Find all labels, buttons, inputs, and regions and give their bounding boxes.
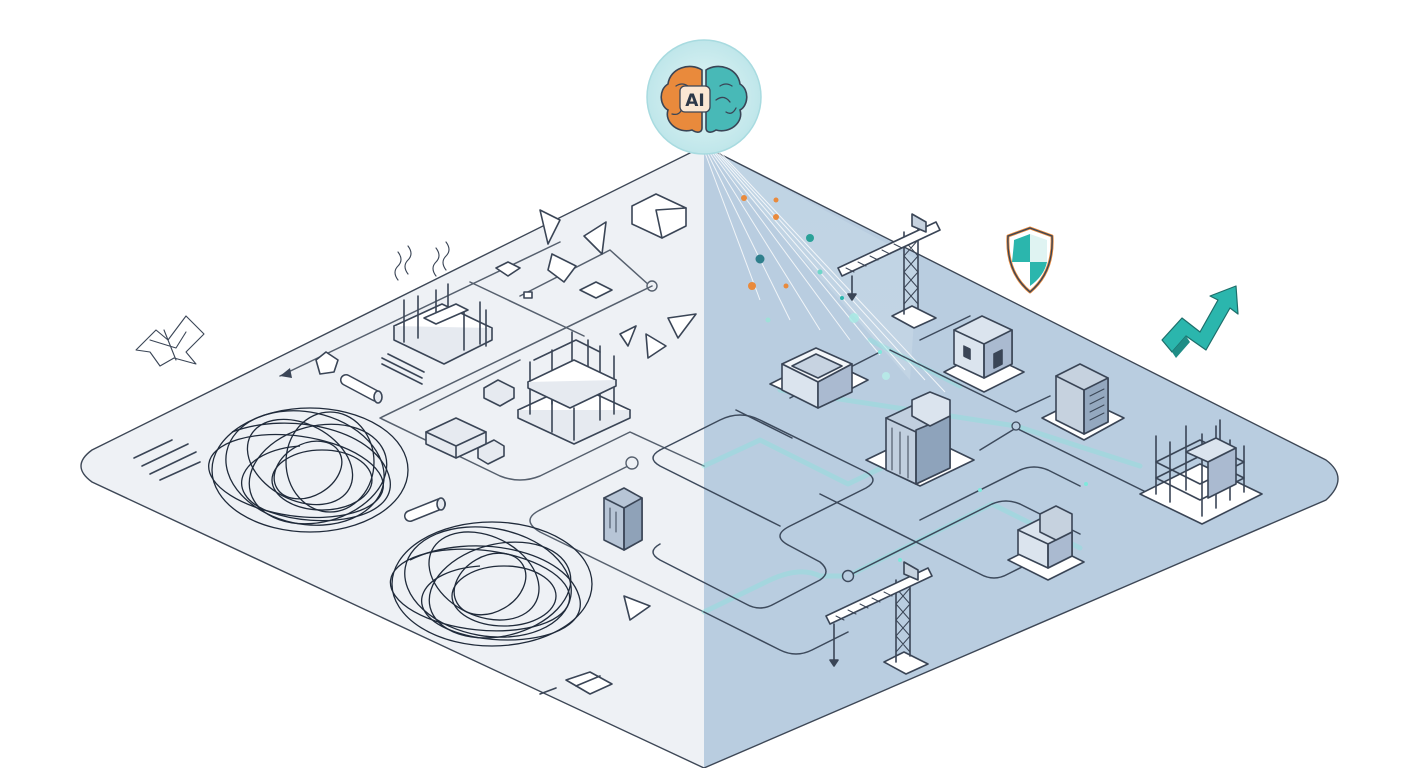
hatch-marks <box>133 439 201 481</box>
scaffold-frame-icon <box>393 283 493 365</box>
building-icon <box>943 315 1025 393</box>
platform <box>80 145 1339 768</box>
debris-shard-icon <box>135 315 205 367</box>
building-icon <box>1041 363 1125 441</box>
smoke-icon <box>394 241 450 281</box>
building-icon <box>603 487 643 551</box>
pipe-icon <box>340 353 446 522</box>
data-particles <box>741 195 890 380</box>
ai-brain-badge: AI <box>646 39 762 155</box>
building-icon <box>1007 505 1085 581</box>
scaffold-frame-icon <box>517 331 631 445</box>
building-icon <box>865 391 975 487</box>
brain-ai-label: AI <box>685 91 704 111</box>
tangled-scribble-icon <box>389 521 593 647</box>
shield-icon <box>1006 226 1054 294</box>
platform-left-half <box>81 146 704 768</box>
building-icon <box>769 347 869 409</box>
ai-light-beam <box>703 146 946 393</box>
tangled-scribble-icon <box>208 407 409 533</box>
brain-icon: AI <box>660 65 748 133</box>
platform-outline <box>80 145 1339 768</box>
ai-structures <box>769 315 1263 581</box>
tower-crane-icon <box>825 561 933 675</box>
debris-shard-icon <box>315 193 697 695</box>
scaffold-frame-icon <box>1139 419 1263 525</box>
trend-up-arrow-icon <box>1161 285 1239 358</box>
legacy-chaos-elements <box>133 193 697 695</box>
tower-crane-icon <box>837 213 941 329</box>
